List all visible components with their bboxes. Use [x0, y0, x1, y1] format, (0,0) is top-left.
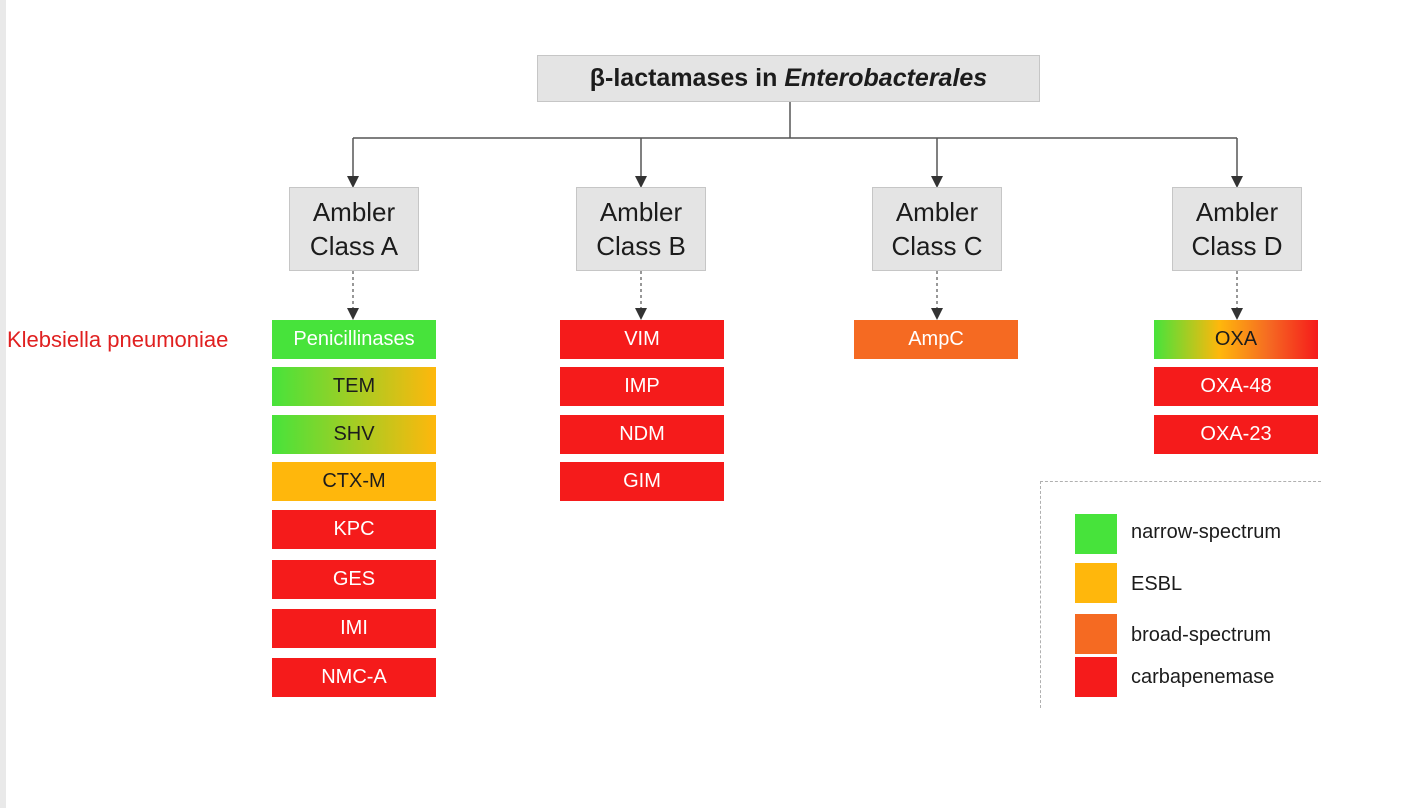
- class-c-node: Ambler Class C: [872, 187, 1002, 271]
- enzyme-tem: TEM: [272, 367, 436, 406]
- legend-label-broad: broad-spectrum: [1131, 624, 1272, 646]
- root-title: β-lactamases in: [589, 64, 778, 92]
- enzyme-vim: VIM: [560, 320, 724, 359]
- legend-frame: [1040, 481, 1321, 708]
- enzyme-ctx-m: CTX-M: [272, 462, 436, 501]
- class-c-line2: Class C: [891, 231, 983, 261]
- class-a-node: Ambler Class A: [289, 187, 419, 271]
- legend-swatch-esbl: [1075, 563, 1117, 603]
- legend-label-narrow: narrow-spectrum: [1131, 521, 1282, 543]
- class-d-line1: Ambler: [1195, 197, 1279, 227]
- legend-swatch-narrow: [1075, 514, 1117, 554]
- class-b-node: Ambler Class B: [576, 187, 706, 271]
- enzyme-nmc-a: NMC-A: [272, 658, 436, 697]
- legend-swatch-broad: [1075, 614, 1117, 654]
- legend-label-carbapenemase: carbapenemase: [1131, 666, 1275, 688]
- enzyme-kpc: KPC: [272, 510, 436, 549]
- legend-swatch-carbapenemase: [1075, 657, 1117, 697]
- enzyme-gim: GIM: [560, 462, 724, 501]
- class-d-line2: Class D: [1191, 231, 1283, 261]
- enzyme-ampc: AmpC: [854, 320, 1018, 359]
- enzyme-shv: SHV: [272, 415, 436, 454]
- enzyme-oxa-23: OXA-23: [1154, 415, 1318, 454]
- class-a-line2: Class A: [309, 231, 399, 261]
- root-node: β-lactamases in Enterobacterales: [537, 55, 1040, 102]
- enzyme-imp: IMP: [560, 367, 724, 406]
- annotation-label: Klebsiella pneumoniae: [7, 327, 229, 352]
- enzyme-oxa: OXA: [1154, 320, 1318, 359]
- root-title-italic: Enterobacterales: [784, 64, 988, 92]
- class-a-line1: Ambler: [312, 197, 396, 227]
- enzyme-ges: GES: [272, 560, 436, 599]
- class-c-line1: Ambler: [895, 197, 979, 227]
- enzyme-imi: IMI: [272, 609, 436, 648]
- class-b-line2: Class B: [596, 231, 686, 261]
- enzyme-ndm: NDM: [560, 415, 724, 454]
- class-d-node: Ambler Class D: [1172, 187, 1302, 271]
- legend-label-esbl: ESBL: [1131, 573, 1183, 595]
- left-edge-strip: [0, 0, 6, 808]
- class-b-line1: Ambler: [599, 197, 683, 227]
- enzyme-oxa-48: OXA-48: [1154, 367, 1318, 406]
- enzyme-penicillinases: Penicillinases: [272, 320, 436, 359]
